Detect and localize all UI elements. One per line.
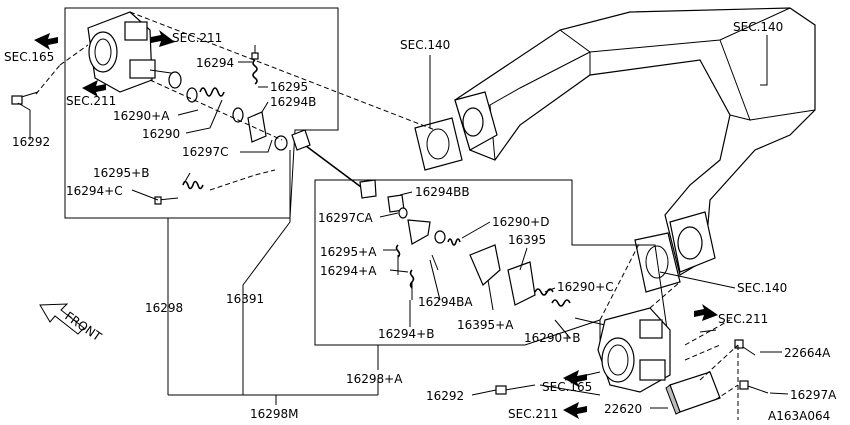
label-16294c: 16294+C <box>66 184 123 198</box>
label-16292-top: 16292 <box>12 135 50 149</box>
label-16290a: 16290+A <box>113 109 170 123</box>
sec165-bottom-arrow <box>563 370 587 387</box>
label-16298: 16298 <box>145 301 183 315</box>
label-16295a: 16295+A <box>320 245 377 259</box>
label-sec165-bottom: SEC.165 <box>542 380 592 394</box>
label-sec140-center: SEC.140 <box>400 38 450 52</box>
label-16294bb: 16294BB <box>415 185 470 199</box>
label-sec211-top-right: SEC.211 <box>172 31 222 45</box>
upper-small-parts <box>11 45 288 205</box>
label-sec140-right: SEC.140 <box>737 281 787 295</box>
label-16290c: 16290+C <box>557 280 614 294</box>
sec211-left-arrow <box>82 80 106 97</box>
label-16294b-plus: 16294+B <box>378 327 434 341</box>
intake-manifold <box>454 7 816 276</box>
label-16295b: 16295+B <box>93 166 149 180</box>
upper-throttle-body <box>87 11 179 93</box>
upper-dashed-leaders <box>35 11 436 191</box>
label-16290: 16290 <box>142 127 180 141</box>
label-16294b: 16294B <box>270 95 316 109</box>
sec211-top-arrow <box>151 30 175 47</box>
upper-gasket <box>414 117 463 171</box>
label-16391: 16391 <box>226 292 264 306</box>
label-16297ca: 16297CA <box>318 211 374 225</box>
label-16290b: 16290+B <box>524 331 580 345</box>
sec165-top-arrow <box>34 33 58 50</box>
label-22664a: 22664A <box>784 346 831 360</box>
lower-throttle-body <box>495 307 671 396</box>
label-16294: 16294 <box>196 56 234 70</box>
label-sec211-bottom: SEC.211 <box>508 407 558 421</box>
label-16294ba: 16294BA <box>418 295 473 309</box>
sec211-bottom-arrow <box>563 402 587 419</box>
label-16292-bottom: 16292 <box>426 389 464 403</box>
section-arrows <box>34 30 718 419</box>
label-sec211-right: SEC.211 <box>718 312 768 326</box>
linkage-rod <box>291 129 377 199</box>
label-16297a: 16297A <box>790 388 837 402</box>
lower-small-parts <box>387 194 606 326</box>
label-16290d: 16290+D <box>492 215 549 229</box>
lower-dashed-leaders <box>599 241 739 420</box>
upper-kit-box <box>64 7 339 219</box>
label-sec140-top: SEC.140 <box>733 20 783 34</box>
leader-lines <box>17 35 789 409</box>
label-16295: 16295 <box>270 80 308 94</box>
label-16395: 16395 <box>508 233 546 247</box>
throttle-position-sensor <box>665 339 769 415</box>
label-sec211-top-left: SEC.211 <box>66 94 116 108</box>
front-arrow <box>39 303 85 335</box>
label-diagram-id: A163A064 <box>768 409 830 423</box>
label-16298m: 16298M <box>250 407 299 421</box>
sec211-right-arrow <box>694 304 718 321</box>
label-16395a: 16395+A <box>457 318 514 332</box>
label-16294a: 16294+A <box>320 264 377 278</box>
label-16298a: 16298+A <box>346 372 403 386</box>
label-sec165-top: SEC.165 <box>4 50 54 64</box>
label-16297c: 16297C <box>182 145 229 159</box>
label-22620: 22620 <box>604 402 642 416</box>
